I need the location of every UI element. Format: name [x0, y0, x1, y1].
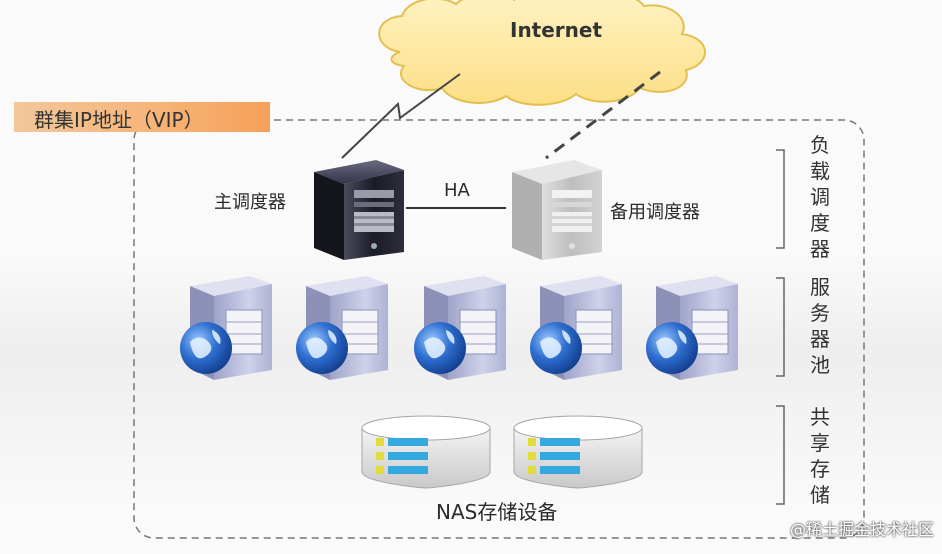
- bracket-pool: [776, 277, 785, 377]
- pool-server-icon: [414, 276, 506, 380]
- side-label-pool: 服务器池: [810, 275, 830, 377]
- side-label-dispatch: 负载调度器: [810, 133, 830, 261]
- cluster-boundary: [133, 119, 865, 539]
- pool-server-icon: [646, 276, 738, 380]
- bracket-shared: [776, 405, 785, 505]
- nas-disk-icon: [513, 415, 643, 489]
- backup-dispatcher-server-icon: [512, 160, 602, 260]
- pool-server-icon: [180, 276, 272, 380]
- internet-link-backup: [545, 70, 661, 160]
- internet-label: Internet: [510, 18, 603, 42]
- side-label-shared: 共享存储: [810, 405, 830, 507]
- vip-label: 群集IP地址（VIP）: [34, 108, 204, 132]
- internet-cloud: [378, 0, 706, 106]
- bracket-dispatch: [776, 149, 785, 249]
- internet-link-primary: [341, 73, 461, 159]
- layer-brackets: [776, 149, 785, 505]
- nas-disk-icon: [361, 415, 491, 489]
- watermark: @稀土掘金技术社区: [789, 520, 934, 539]
- pool-server-icon: [296, 276, 388, 380]
- server-pool: [180, 276, 738, 380]
- nas-label: NAS存储设备: [436, 500, 558, 524]
- backup-dispatcher-label: 备用调度器: [610, 202, 700, 223]
- pool-server-icon: [530, 276, 622, 380]
- nas-storage: [361, 415, 643, 489]
- primary-dispatcher-label: 主调度器: [214, 192, 286, 213]
- vip-banner: [14, 102, 270, 132]
- primary-dispatcher-server-icon: [314, 160, 404, 260]
- ha-label: HA: [444, 180, 470, 201]
